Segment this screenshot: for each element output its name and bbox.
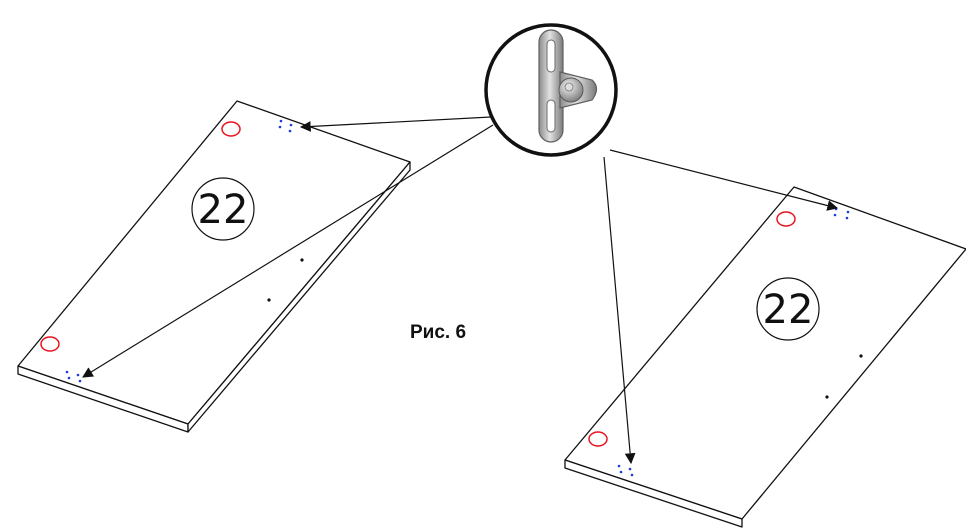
left-panel-top-face: [17, 100, 411, 425]
right-panel: [564, 186, 966, 528]
part-number-circle: [191, 177, 255, 241]
right-panel-top-face: [564, 186, 966, 520]
screw-hole: [845, 216, 849, 220]
screw-hole: [630, 473, 634, 477]
screw-hole: [617, 464, 621, 468]
screw-hole: [619, 470, 623, 474]
right-part-number: 22: [756, 277, 820, 341]
left-panel-marker-top: [221, 121, 241, 137]
left-panel-holes-top: [278, 119, 293, 133]
screw-hole: [833, 213, 837, 217]
right-panel-front-edge: [564, 459, 743, 528]
right-panel-marker-bottom: [588, 431, 608, 447]
arrow-to-right-bottom: [603, 156, 636, 465]
screw-hole: [846, 210, 850, 214]
left-panel-dots: [267, 258, 304, 302]
dowel-hole: [859, 354, 863, 358]
screw-hole: [288, 129, 292, 133]
left-panel: [17, 100, 411, 433]
screw-hole: [289, 123, 293, 127]
arrow-to-right-top: [609, 149, 839, 211]
screw-hole: [279, 119, 283, 123]
right-panel-holes-bottom: [617, 464, 634, 477]
bracket-slot-top: [546, 39, 556, 73]
part-number-text: 22: [763, 287, 814, 333]
part-number-circle: [756, 277, 820, 341]
screw-hole: [78, 379, 82, 383]
screw-hole: [628, 467, 632, 471]
screw-hole: [65, 370, 69, 374]
arrow-to-left-top: [299, 116, 492, 132]
hanging-bracket-icon: [484, 23, 618, 157]
right-panel-marker-top: [776, 211, 796, 227]
screw-hole: [278, 125, 282, 129]
bracket-knob-center: [564, 82, 574, 92]
screw-hole: [76, 373, 80, 377]
figure-caption: Рис. 6: [410, 322, 467, 343]
arrow-to-left-bottom: [82, 124, 494, 378]
left-panel-side-edge: [187, 161, 411, 433]
part-number-text: 22: [198, 187, 249, 233]
right-panel-dots: [825, 354, 863, 399]
left-part-number: 22: [191, 177, 255, 241]
dowel-hole: [267, 298, 271, 302]
dowel-hole: [825, 395, 829, 399]
left-panel-marker-bottom: [40, 336, 60, 352]
pointer-arrows: [82, 116, 839, 465]
screw-hole: [67, 376, 71, 380]
left-panel-holes-bottom: [65, 370, 82, 383]
bracket-slot-bottom: [546, 99, 556, 133]
dowel-hole: [300, 258, 304, 262]
